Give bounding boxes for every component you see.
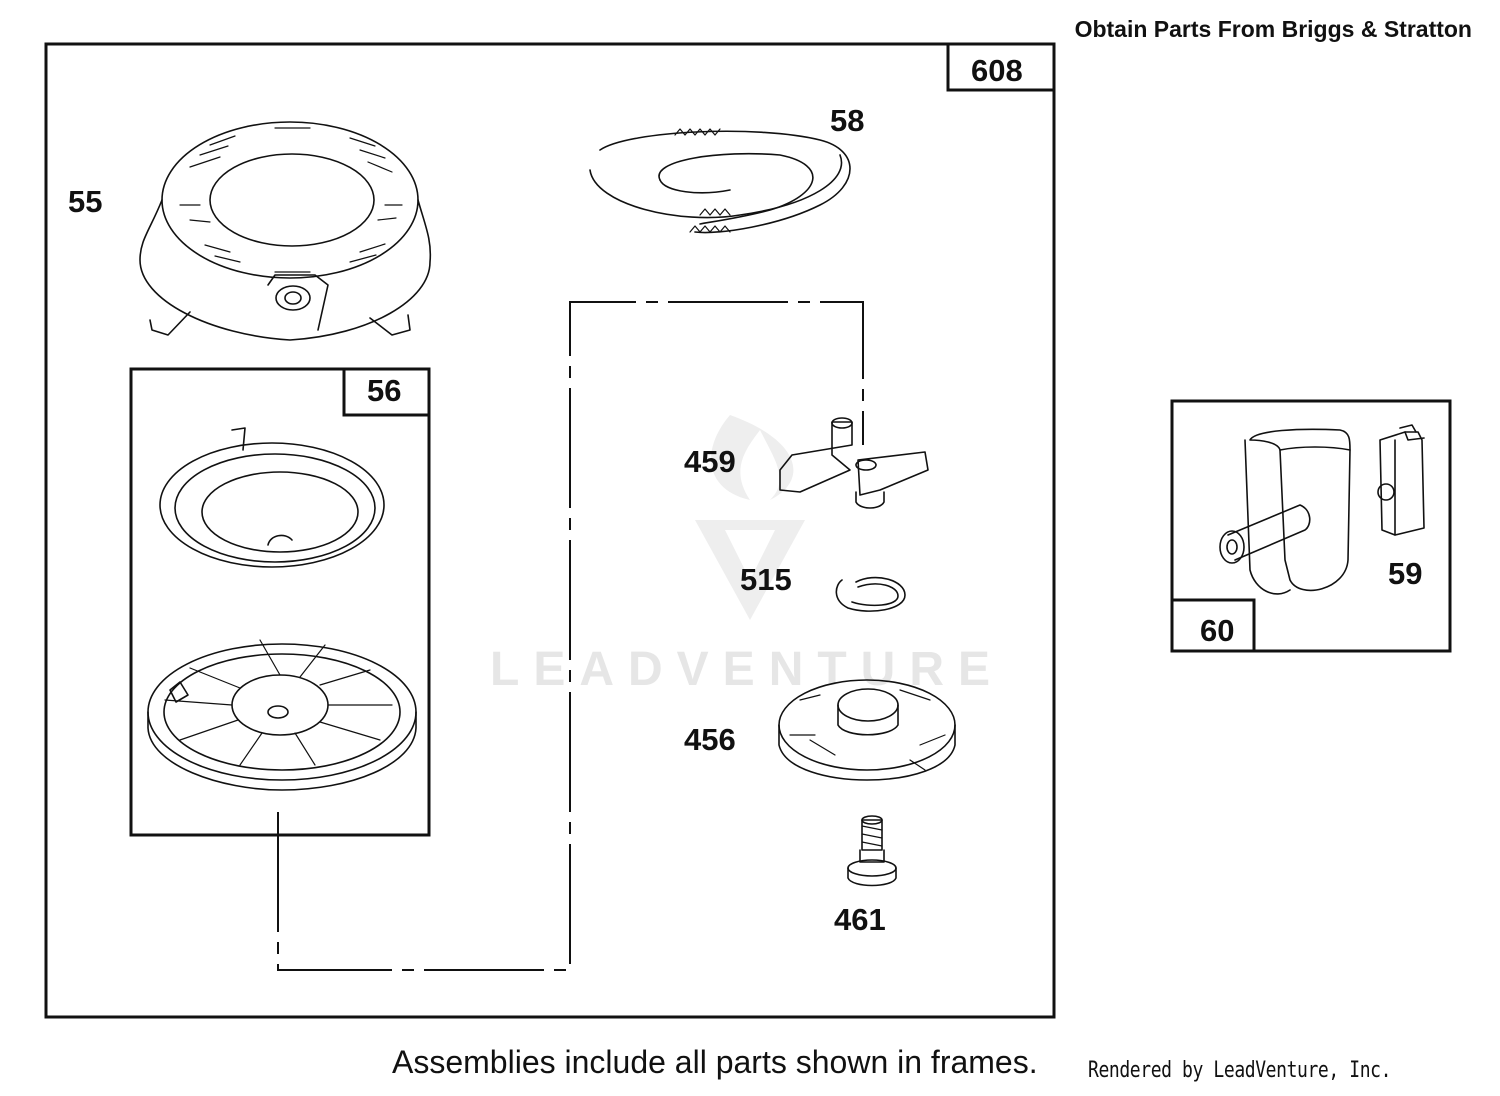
assemblies-note: Assemblies include all parts shown in fr…	[392, 1044, 1038, 1080]
part-label-515: 515	[740, 562, 792, 597]
starter-handle-drawing	[1219, 428, 1351, 595]
blower-housing-drawing	[139, 121, 432, 341]
part-label-55: 55	[68, 184, 102, 219]
starter-rope-drawing	[589, 128, 851, 234]
leadventure-watermark: LEADVENTURE	[490, 415, 1004, 696]
rewind-spring-assembly-label: 56	[367, 373, 401, 408]
screw-drawing	[847, 815, 897, 887]
part-label-58: 58	[830, 103, 864, 138]
part-label-461: 461	[834, 902, 886, 937]
rewind-spring-drawing	[159, 427, 385, 568]
watermark-text: LEADVENTURE	[490, 643, 1004, 696]
rope-insert-drawing	[1377, 424, 1425, 536]
part-label-459: 459	[684, 444, 736, 479]
handle-assembly-label: 60	[1200, 613, 1234, 648]
pawl-retainer-drawing	[778, 679, 956, 781]
part-label-456: 456	[684, 722, 736, 757]
retainer-ring-drawing	[835, 576, 906, 612]
main-assembly-frame	[44, 42, 1056, 1019]
handle-assembly-frame	[1170, 399, 1452, 653]
rewind-spring-assembly-frame	[129, 367, 431, 837]
rewind-spring-assembly-tag	[342, 367, 431, 417]
rendered-by-credit: Rendered by LeadVenture, Inc.	[1088, 1058, 1392, 1083]
assembly-connector-line	[277, 301, 864, 971]
handle-assembly-tag	[1170, 598, 1256, 653]
pulley-drawing	[147, 639, 417, 791]
main-assembly-tag	[946, 42, 1056, 92]
header-text: Obtain Parts From Briggs & Stratton	[1074, 16, 1472, 42]
part-label-59: 59	[1388, 556, 1422, 591]
main-assembly-label: 608	[971, 53, 1023, 88]
pawl-drawing	[779, 417, 929, 509]
